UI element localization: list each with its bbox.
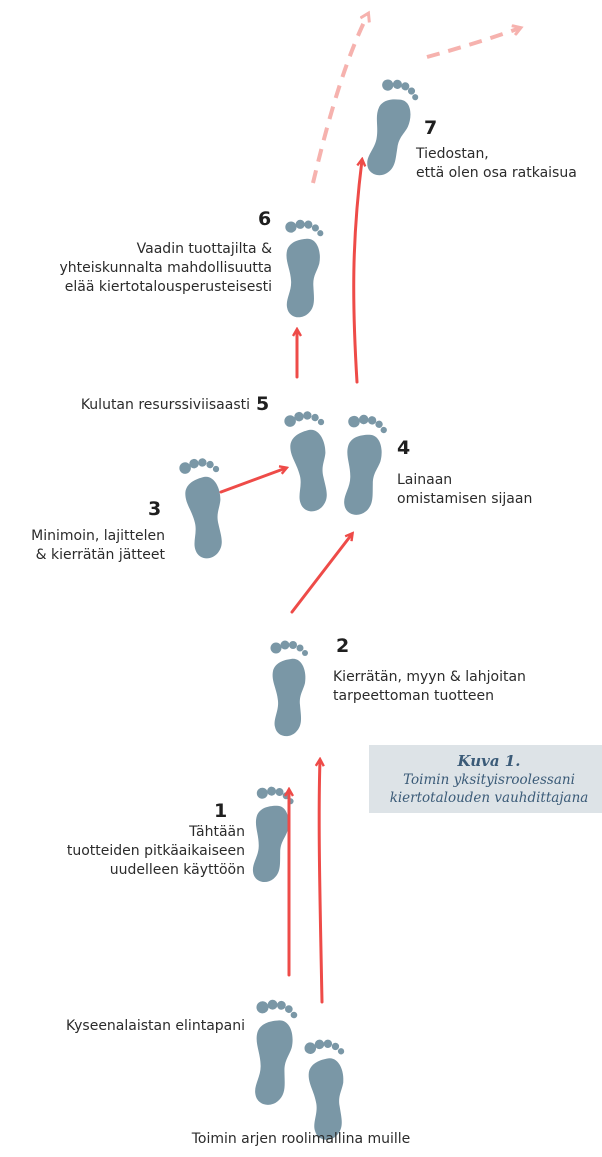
arrow-icon-7-onward xyxy=(426,28,520,59)
label-step-3: Minimoin, lajittelen & kierrätän jätteet xyxy=(31,528,165,563)
label-step-4: Lainaan omistamisen sijaan xyxy=(397,472,533,507)
step-number-4: 4 xyxy=(397,437,411,459)
step-number-2: 2 xyxy=(336,635,350,657)
footprint-icon-step-2 xyxy=(270,640,308,737)
caption-title: Kuva 1. xyxy=(457,752,521,770)
footprint-icon-start-left xyxy=(249,998,299,1107)
caption-line: kiertotalouden vauhdittajana xyxy=(389,790,589,806)
footprint-icon-step-6 xyxy=(282,219,324,319)
arrow-icon-4-to-7 xyxy=(352,160,362,384)
label-step-5: Kulutan resurssiviisaasti xyxy=(80,397,250,413)
footprint-icon-step-5 xyxy=(283,408,337,514)
step-number-3: 3 xyxy=(148,498,162,520)
arrow-icon-start-to-2 xyxy=(319,760,322,1004)
step-number-5: 5 xyxy=(256,393,270,415)
caption-line: Toimin yksityisroolessani xyxy=(403,772,575,788)
step-number-1: 1 xyxy=(214,800,228,822)
label-step-1: Tähtään tuotteiden pitkäaikaiseen uudell… xyxy=(66,824,245,878)
footprint-icon-step-4 xyxy=(338,413,389,518)
label-step-6: Vaadin tuottajilta & yhteiskunnalta mahd… xyxy=(59,241,272,295)
label-step-2: Kierrätän, myyn & lahjoitan tarpeettoman… xyxy=(333,669,526,704)
label-step-start: Kyseenalaistan elintapani xyxy=(65,1018,245,1034)
label-step-7: Tiedostan, että olen osa ratkaisua xyxy=(416,146,577,181)
label-step-roolimalli: Toimin arjen roolimallina muille xyxy=(191,1131,411,1147)
arrow-icon-3-to-5 xyxy=(219,468,286,494)
step-number-7: 7 xyxy=(424,117,438,139)
footprint-icon-step-3 xyxy=(178,455,232,561)
arrow-icon-6-onward xyxy=(311,14,368,184)
figure-caption: Kuva 1. Toimin yksityisroolessani kierto… xyxy=(369,745,602,813)
footprint-icon-start-right xyxy=(303,1037,351,1141)
footprint-icon-step-7 xyxy=(360,76,422,181)
arrow-icon-2-to-4 xyxy=(290,534,352,614)
step-number-6: 6 xyxy=(258,208,272,230)
